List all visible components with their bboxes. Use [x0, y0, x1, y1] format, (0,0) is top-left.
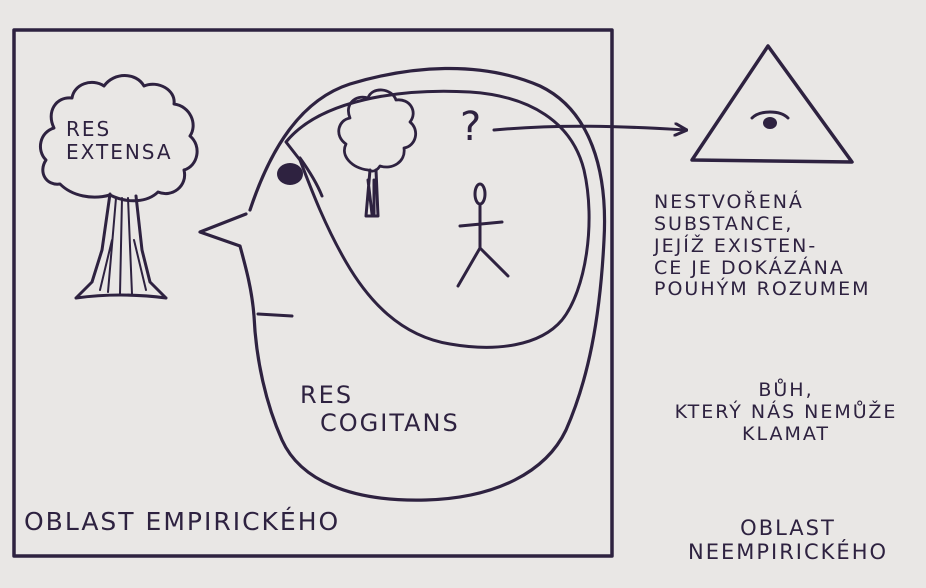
triangle-outline — [690, 44, 854, 164]
god-line-2: KTERÝ NÁS NEMŮŽE — [674, 400, 898, 423]
god-triangle — [690, 44, 854, 164]
substance-line-5: POUHÝM ROZUMEM — [654, 278, 871, 301]
thinking-head — [198, 66, 607, 502]
substance-line-3: JEJÍŽ EXISTEN- — [654, 234, 818, 257]
inner-mind-outline — [284, 89, 591, 349]
region-nonempirical-label: OBLAST NEEMPIRICKÉHO — [664, 516, 912, 564]
substance-line-4: CE JE DOKÁZÁNA — [654, 256, 845, 279]
arrow-to-god — [492, 126, 686, 130]
god-line-1: BŮH, — [758, 379, 814, 401]
mouth-line — [256, 312, 294, 318]
mental-tree — [337, 88, 418, 218]
res-extensa-tree — [38, 74, 199, 300]
stick-figure-head — [473, 182, 487, 206]
empirical-region-frame — [12, 28, 614, 558]
brow-curve — [298, 156, 324, 198]
stick-figure-body — [456, 202, 510, 288]
res-cogitans-label: RES COGITANS — [300, 381, 460, 437]
region-nonempirical-line-1: OBLAST — [740, 516, 836, 540]
substance-line-1: NESTVOŘENÁ — [654, 191, 804, 213]
question-mark: ? — [460, 104, 482, 150]
res-extensa-line-1: RES — [66, 117, 112, 141]
substance-line-2: SUBSTANCE, — [654, 212, 794, 235]
triangle-eye-upper — [750, 110, 790, 120]
god-label: BŮH, KTERÝ NÁS NEMŮŽE KLAMAT — [652, 379, 920, 446]
tree-trunk-lines — [99, 197, 147, 295]
mental-tree-crown — [337, 88, 418, 173]
region-empirical-label: OBLAST EMPIRICKÉHO — [24, 507, 341, 536]
res-cogitans-line-1: RES — [300, 381, 354, 409]
god-line-3: KLAMAT — [742, 422, 830, 445]
stick-figure — [456, 182, 510, 288]
triangle-eye-icon — [763, 117, 777, 129]
substance-label: NESTVOŘENÁ SUBSTANCE, JEJÍŽ EXISTEN- CE … — [654, 191, 871, 301]
head-eye-icon — [277, 163, 303, 185]
res-extensa-line-2: EXTENSA — [66, 140, 173, 164]
head-outline — [198, 66, 607, 502]
tree-crown — [38, 74, 199, 203]
res-extensa-label: RES EXTENSA — [66, 118, 173, 164]
tree-trunk — [74, 192, 168, 300]
mental-tree-trunk — [364, 168, 380, 218]
region-nonempirical-line-2: NEEMPIRICKÉHO — [687, 540, 889, 565]
res-cogitans-line-2: COGITANS — [320, 408, 460, 437]
